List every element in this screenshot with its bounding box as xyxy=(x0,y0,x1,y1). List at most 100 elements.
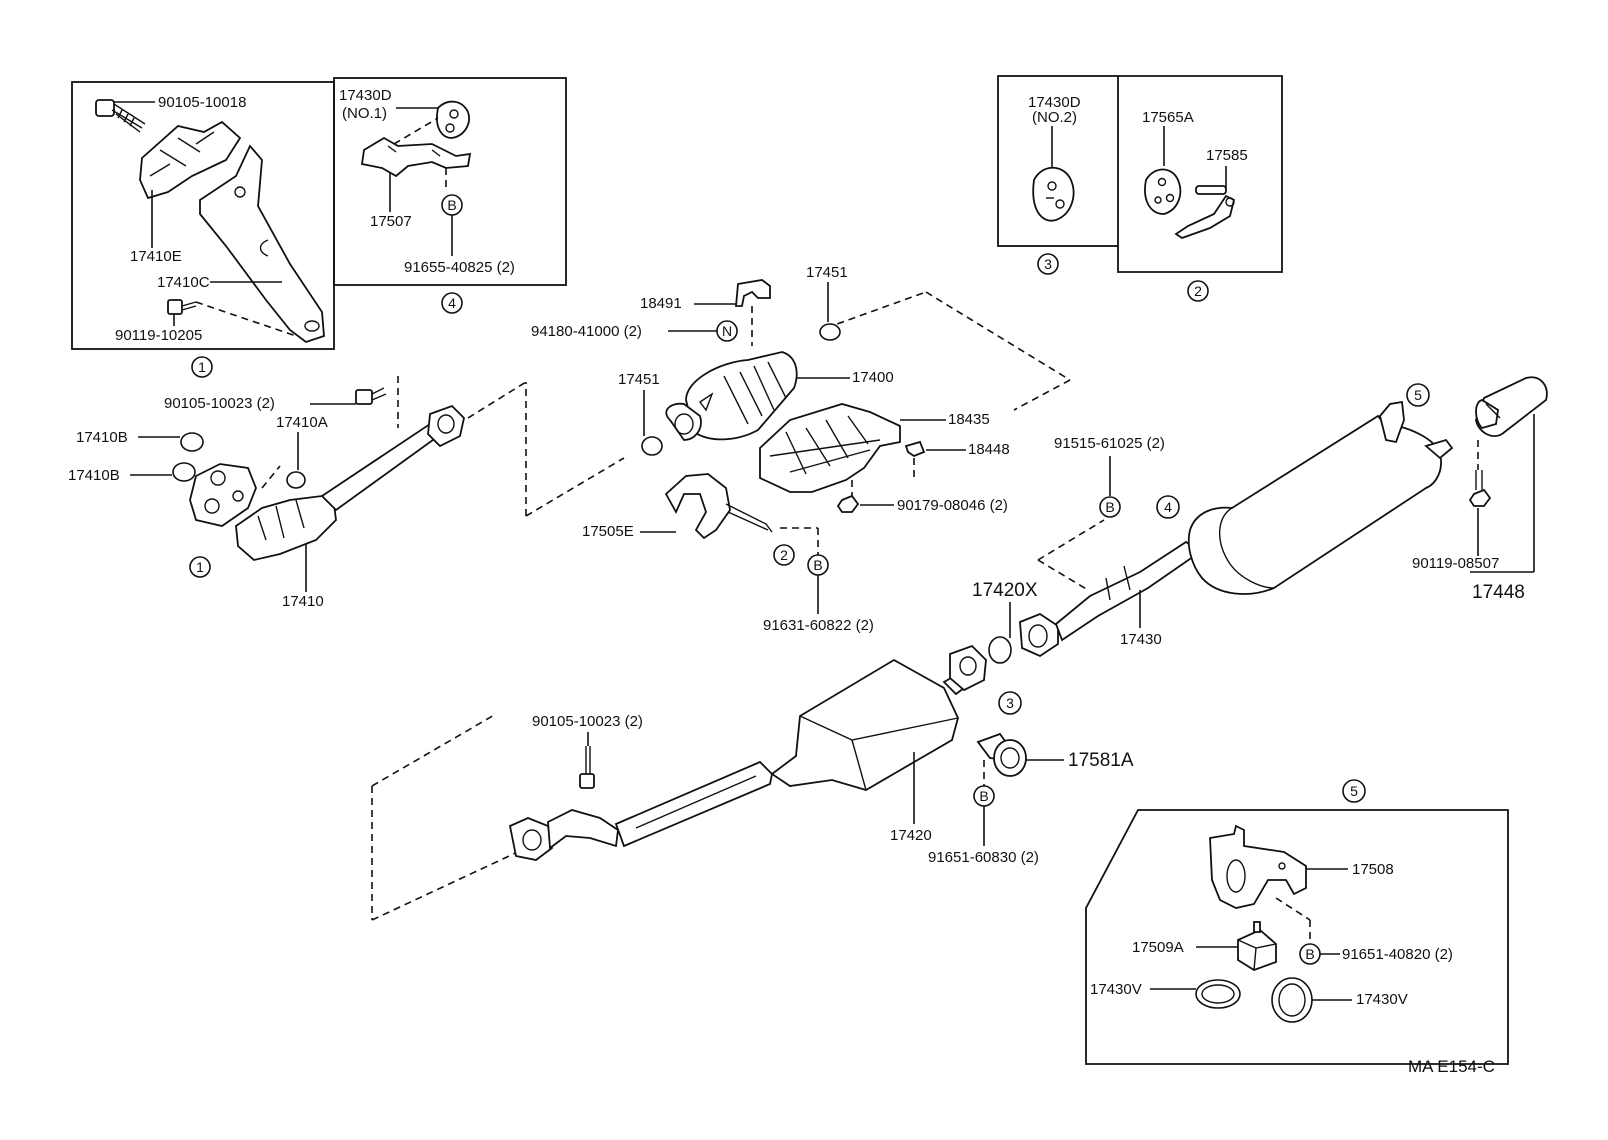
marker-n1: N xyxy=(716,320,738,342)
marker-b5: B xyxy=(1299,943,1321,965)
label-91651-60830: 91651-60830 (2) xyxy=(928,849,1039,866)
label-17410e: 17410E xyxy=(130,248,182,265)
cushion-17581a xyxy=(976,732,1027,777)
label-17430v-1: 17430V xyxy=(1090,981,1142,998)
diagram-code: MA E154-C xyxy=(1408,1057,1495,1076)
label-17430d-no1-sub: (NO.1) xyxy=(342,105,387,122)
label-90105-10018: 90105-10018 xyxy=(158,94,246,111)
heat-insulator-17410e xyxy=(139,120,242,200)
label-91651-40820: 91651-40820 (2) xyxy=(1342,946,1453,963)
label-18435: 18435 xyxy=(948,411,990,428)
marker-3-mid: 3 xyxy=(998,691,1022,715)
marker-b2: B xyxy=(807,554,829,576)
svg-text:2: 2 xyxy=(1194,283,1202,299)
cushion-17430d-no1 xyxy=(436,100,470,139)
svg-text:B: B xyxy=(1105,499,1114,515)
marker-3-box: 3 xyxy=(1037,253,1059,275)
gasket-17451-top xyxy=(819,323,841,341)
gasket-17410a xyxy=(286,471,306,489)
label-17507: 17507 xyxy=(370,213,412,230)
label-17410a: 17410A xyxy=(276,414,328,431)
label-17410b-2: 17410B xyxy=(68,467,120,484)
marker-b4: B xyxy=(1099,496,1121,518)
bracket-18491 xyxy=(735,279,771,307)
bolt-90119-10205 xyxy=(167,299,197,315)
marker-b1: B xyxy=(441,194,463,216)
bolt-90105-10023-a xyxy=(355,387,387,405)
label-17430d-no1: 17430D xyxy=(339,87,392,104)
svg-text:B: B xyxy=(1305,946,1314,962)
marker-4-box: 4 xyxy=(441,292,463,314)
marker-2-box: 2 xyxy=(1187,280,1209,302)
marker-5-top: 5 xyxy=(1406,383,1430,407)
label-17565a: 17565A xyxy=(1142,109,1194,126)
bolt-90105-10023-b xyxy=(579,746,595,789)
label-17430v-2: 17430V xyxy=(1356,991,1408,1008)
label-17410c: 17410C xyxy=(157,274,210,291)
label-90179-08046: 90179-08046 (2) xyxy=(897,497,1008,514)
label-17585: 17585 xyxy=(1206,147,1248,164)
catalytic-converter-17400 xyxy=(665,351,798,441)
label-90105-10023-a: 90105-10023 (2) xyxy=(164,395,275,412)
label-17505e: 17505E xyxy=(582,523,634,540)
svg-text:1: 1 xyxy=(196,559,204,575)
gasket-17420x xyxy=(988,636,1012,664)
inset-box-4 xyxy=(333,77,567,286)
label-17509a: 17509A xyxy=(1132,939,1184,956)
label-17420: 17420 xyxy=(890,827,932,844)
marker-2-mid: 2 xyxy=(773,544,795,566)
label-90105-10023-b: 90105-10023 (2) xyxy=(532,713,643,730)
front-exhaust-pipe-17410 xyxy=(189,404,465,561)
label-17448: 17448 xyxy=(1472,582,1525,603)
gasket-17410b-1 xyxy=(180,432,204,452)
label-94180-41000: 94180-41000 (2) xyxy=(531,323,642,340)
svg-text:4: 4 xyxy=(1164,499,1172,515)
label-17508: 17508 xyxy=(1352,861,1394,878)
label-17430: 17430 xyxy=(1120,631,1162,648)
label-91655-40825: 91655-40825 (2) xyxy=(404,259,515,276)
bracket-17410c xyxy=(199,144,325,344)
bracket-18448 xyxy=(904,440,926,458)
svg-text:3: 3 xyxy=(1044,256,1052,272)
label-18448: 18448 xyxy=(968,441,1010,458)
ring-17430v-2 xyxy=(1271,977,1313,1023)
marker-5-box: 5 xyxy=(1342,779,1366,803)
gasket-17451-left xyxy=(641,436,663,456)
marker-1-top: 1 xyxy=(191,356,213,378)
svg-text:B: B xyxy=(979,788,988,804)
bolt-90105-10018 xyxy=(95,99,146,133)
svg-text:5: 5 xyxy=(1350,783,1358,799)
heat-insulator-17505e xyxy=(664,473,773,540)
nut-90179-08046 xyxy=(836,494,860,513)
label-17430d-no2-sub: (NO.2) xyxy=(1032,109,1077,126)
label-17410b-1: 17410B xyxy=(76,429,128,446)
label-17420x: 17420X xyxy=(972,580,1038,601)
label-17400: 17400 xyxy=(852,369,894,386)
bolt-90119-08507 xyxy=(1468,470,1492,507)
cushion-17509a xyxy=(1237,921,1277,971)
marker-b3: B xyxy=(973,785,995,807)
svg-text:5: 5 xyxy=(1414,387,1422,403)
cushion-17430d-no2 xyxy=(1032,166,1075,222)
tail-pipe-extension-17448 xyxy=(1475,376,1548,437)
label-17451-top: 17451 xyxy=(806,264,848,281)
label-91631-60822: 91631-60822 (2) xyxy=(763,617,874,634)
svg-text:1: 1 xyxy=(198,359,206,375)
center-exhaust-pipe-17420 xyxy=(508,644,987,861)
label-17451-left: 17451 xyxy=(618,371,660,388)
marker-4-mid: 4 xyxy=(1156,495,1180,519)
label-17410: 17410 xyxy=(282,593,324,610)
gasket-17410b-2 xyxy=(172,462,196,482)
svg-text:4: 4 xyxy=(448,295,456,311)
label-90119-10205: 90119-10205 xyxy=(115,327,202,344)
inset-box-2 xyxy=(1117,75,1283,273)
tail-pipe-muffler-17430 xyxy=(1019,400,1454,658)
marker-1-low: 1 xyxy=(189,556,211,578)
ring-17430v-1 xyxy=(1195,979,1241,1009)
svg-text:3: 3 xyxy=(1006,695,1014,711)
label-18491: 18491 xyxy=(640,295,682,312)
heat-insulator-18435 xyxy=(759,403,901,493)
svg-text:2: 2 xyxy=(780,547,788,563)
inset-box-5 xyxy=(1085,809,1509,1065)
